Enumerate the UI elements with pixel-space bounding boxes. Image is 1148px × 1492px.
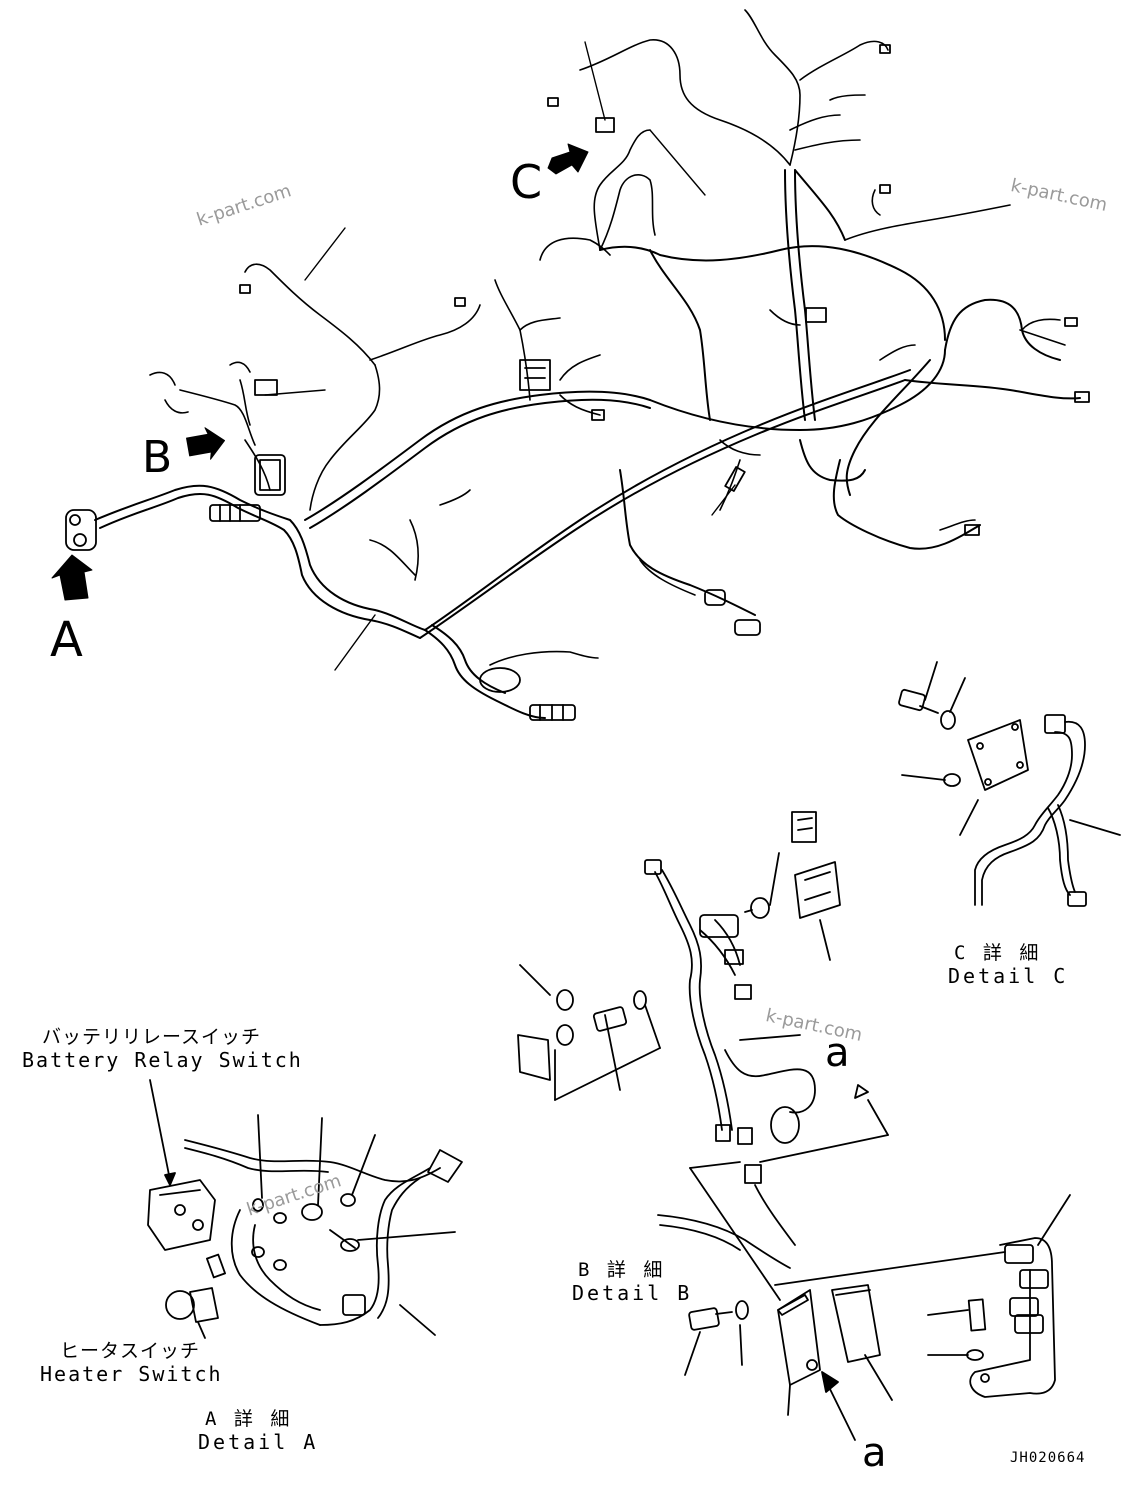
detail-a-label-jp: A 詳 細 <box>205 1408 293 1430</box>
detail-b-label-jp: B 詳 細 <box>578 1259 666 1281</box>
ref-a-lower: a <box>862 1430 887 1476</box>
main-harness <box>94 169 1081 719</box>
heater-switch-label-en: Heater Switch <box>40 1362 223 1386</box>
detail-b-label-en: Detail B <box>572 1281 693 1305</box>
view-letter-a: A <box>50 612 83 668</box>
heater-switch-label-jp: ヒータスイッチ <box>60 1340 201 1362</box>
detail-a-drawing <box>147 1079 463 1339</box>
detail-c-label-en: Detail C <box>948 964 1069 988</box>
leader-lines-top <box>264 41 736 671</box>
detail-c-drawing <box>898 661 1121 907</box>
battery-relay-label-en: Battery Relay Switch <box>22 1048 303 1072</box>
ref-a-upper: a <box>825 1030 850 1076</box>
view-letter-b: B <box>142 432 173 483</box>
detail-a-label-en: Detail A <box>198 1430 319 1454</box>
battery-relay-label-jp: バッテリリレースイッチ <box>42 1026 262 1048</box>
detail-b-drawing <box>517 811 889 1301</box>
harness-connectors <box>65 44 1090 721</box>
upper-branches <box>149 9 1066 666</box>
detail-c-label-jp: C 詳 細 <box>954 942 1042 964</box>
view-letter-c: C <box>510 155 543 209</box>
view-arrows <box>51 143 589 601</box>
drawing-number: JH020664 <box>1010 1450 1086 1466</box>
detail-a-lower-drawing <box>684 1194 1071 1441</box>
